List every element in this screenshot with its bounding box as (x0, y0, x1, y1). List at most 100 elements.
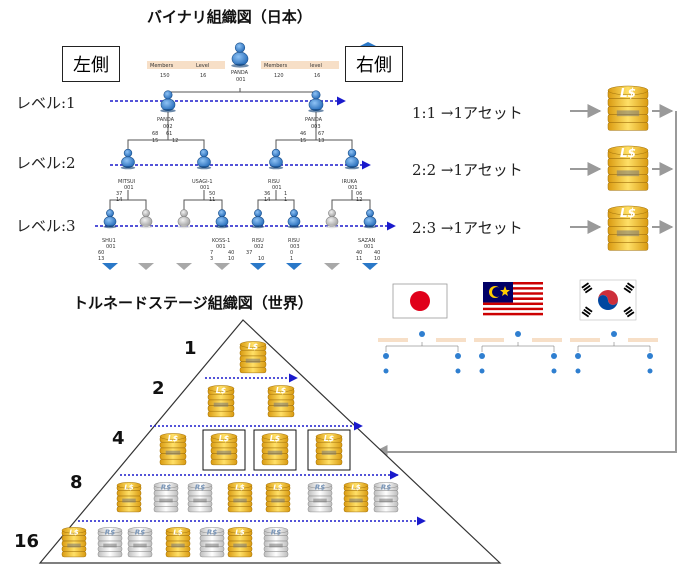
l3-node-3-stat-a: 0 (290, 250, 294, 256)
header-left-members: 150 (160, 73, 170, 79)
header-left-members-label: Members (150, 63, 174, 69)
l1-node-0-name: PANDA (157, 117, 175, 123)
l3-node-1-stat-c: 3 (210, 256, 214, 262)
pyramid-coin-icon: R$ (127, 527, 153, 558)
l1-node-0-stat-a: 68 (152, 131, 159, 137)
coin-label: L$ (270, 434, 280, 443)
l1-node-1-name: PANDA (305, 117, 323, 123)
l1-node-0-stat-c: 15 (152, 138, 159, 144)
coin-label: L$ (620, 146, 636, 160)
header-left-level: 16 (200, 73, 207, 79)
l3-node-2-stat-b: 10 (258, 256, 265, 262)
l1-node-1-stat-a: 46 (300, 131, 307, 137)
l3-node-1-id: 001 (216, 244, 226, 250)
pyramid-coin-icon: L$ (261, 433, 289, 466)
pyramid-row-16-label: 16 (14, 531, 40, 552)
l3-node-1-stat-d: 10 (228, 256, 235, 262)
l2-node-0-stat-a: 37 (116, 191, 123, 197)
pyramid-coin-icon: L$ (265, 482, 291, 513)
l3-node-icon (103, 209, 117, 229)
l2-node-1-stat-a: 50 (209, 191, 216, 197)
coin-label: L$ (276, 386, 286, 395)
l3-node-4-stat-d: 10 (374, 256, 381, 262)
l3-node-2-stat-a: 37 (246, 250, 253, 256)
expand-chevron-icon[interactable] (214, 263, 230, 270)
mini-org-chart (474, 331, 562, 374)
l1-node-icon (308, 90, 324, 113)
header-right-level: 16 (314, 73, 321, 79)
l2-node-icon (120, 148, 136, 170)
pyramid-coin-icon: L$ (210, 433, 238, 466)
coin-label: L$ (235, 483, 245, 492)
coin-label: R$ (161, 483, 172, 492)
pyramid-coin-icon: L$ (207, 385, 235, 418)
coin-label: L$ (620, 86, 636, 100)
coin-label: R$ (315, 483, 326, 492)
l3-node-3-stat-b: 1 (290, 256, 294, 262)
expand-chevron-icon[interactable] (286, 263, 302, 270)
pyramid-coin-icon: R$ (97, 527, 123, 558)
coin-label: L$ (168, 434, 178, 443)
reward-coin-2-icon: L$ (607, 145, 649, 191)
pyramid-arrows (78, 373, 426, 526)
reward-coin-1-icon: L$ (607, 85, 649, 131)
level-1-label: レベル:1 (16, 94, 76, 112)
l3-node-1-stat-a: 7 (210, 250, 214, 256)
l2-node-icon (344, 148, 360, 170)
coin-label: R$ (135, 528, 146, 537)
coin-label: L$ (69, 528, 79, 537)
l3-node-0-stat-b: 13 (98, 256, 105, 262)
l2-node-icon (196, 148, 212, 170)
pyramid-coin-icon: L$ (61, 527, 87, 558)
coin-label: R$ (271, 528, 282, 537)
pyramid-coin-icon: L$ (227, 527, 253, 558)
pyramid-coin-icon: L$ (343, 482, 369, 513)
l3-node-icon (287, 209, 301, 229)
l2-node-3-stat-b: 12 (356, 197, 363, 203)
l3-node-0-name: SHU1 (102, 238, 116, 244)
coin-label: L$ (273, 483, 283, 492)
header-left-level-label: Level (196, 63, 210, 69)
l2-node-1-name: USAGI-1 (192, 179, 213, 185)
l2-node-0-name: MITSUI (118, 179, 136, 185)
l3-node-0-id: 001 (106, 244, 116, 250)
ratio-connectors (373, 104, 677, 459)
expand-chevron-icon[interactable] (362, 263, 378, 270)
expand-chevron-icon[interactable] (138, 263, 154, 270)
coin-label: L$ (216, 386, 226, 395)
l3-node-1-name: KOSS-1 (212, 238, 231, 244)
coin-label: R$ (195, 483, 206, 492)
header-right-band (261, 61, 339, 69)
coin-label: L$ (219, 434, 229, 443)
expand-chevron-icon[interactable] (324, 263, 340, 270)
l3-node-4-name: SAZAN (358, 238, 376, 244)
pyramid-coin-icon: R$ (199, 527, 225, 558)
header-right-members-label: Members (264, 63, 288, 69)
ratio-2: 2:2 →1アセット (412, 161, 523, 179)
pyramid-row-2-label: 2 (152, 378, 165, 399)
expand-chevron-icon[interactable] (176, 263, 192, 270)
l3-node-4-stat-c: 11 (356, 256, 363, 262)
l2-node-2-stat-a: 36 (264, 191, 271, 197)
pyramid-coin-icon: L$ (267, 385, 295, 418)
pyramid-coin-icon: R$ (373, 482, 399, 513)
expand-chevron-icon[interactable] (250, 263, 266, 270)
highlight-boxes (202, 429, 351, 471)
l3-node-4-stat-b: 40 (374, 250, 381, 256)
coin-label: R$ (207, 528, 218, 537)
l3-node-2-name: RISU (252, 238, 264, 244)
header-right-members: 120 (274, 73, 284, 79)
coin-label: L$ (324, 434, 334, 443)
l3-node-icon (139, 209, 153, 229)
pyramid-coin-icon: R$ (153, 482, 179, 513)
pyramid-coin-icon: R$ (307, 482, 333, 513)
l2-node-0-id: 001 (124, 185, 134, 191)
expand-chevron-icon[interactable] (102, 263, 118, 270)
coin-label: L$ (235, 528, 245, 537)
malaysia-flag (483, 282, 543, 318)
l2-node-2-stat-b: 1 (284, 191, 288, 197)
l1-node-1-stat-b: 67 (318, 131, 325, 137)
l1-node-0-stat-b: 61 (166, 131, 173, 137)
l3-node-3-id: 003 (290, 244, 300, 250)
l3-node-1-stat-b: 40 (228, 250, 235, 256)
